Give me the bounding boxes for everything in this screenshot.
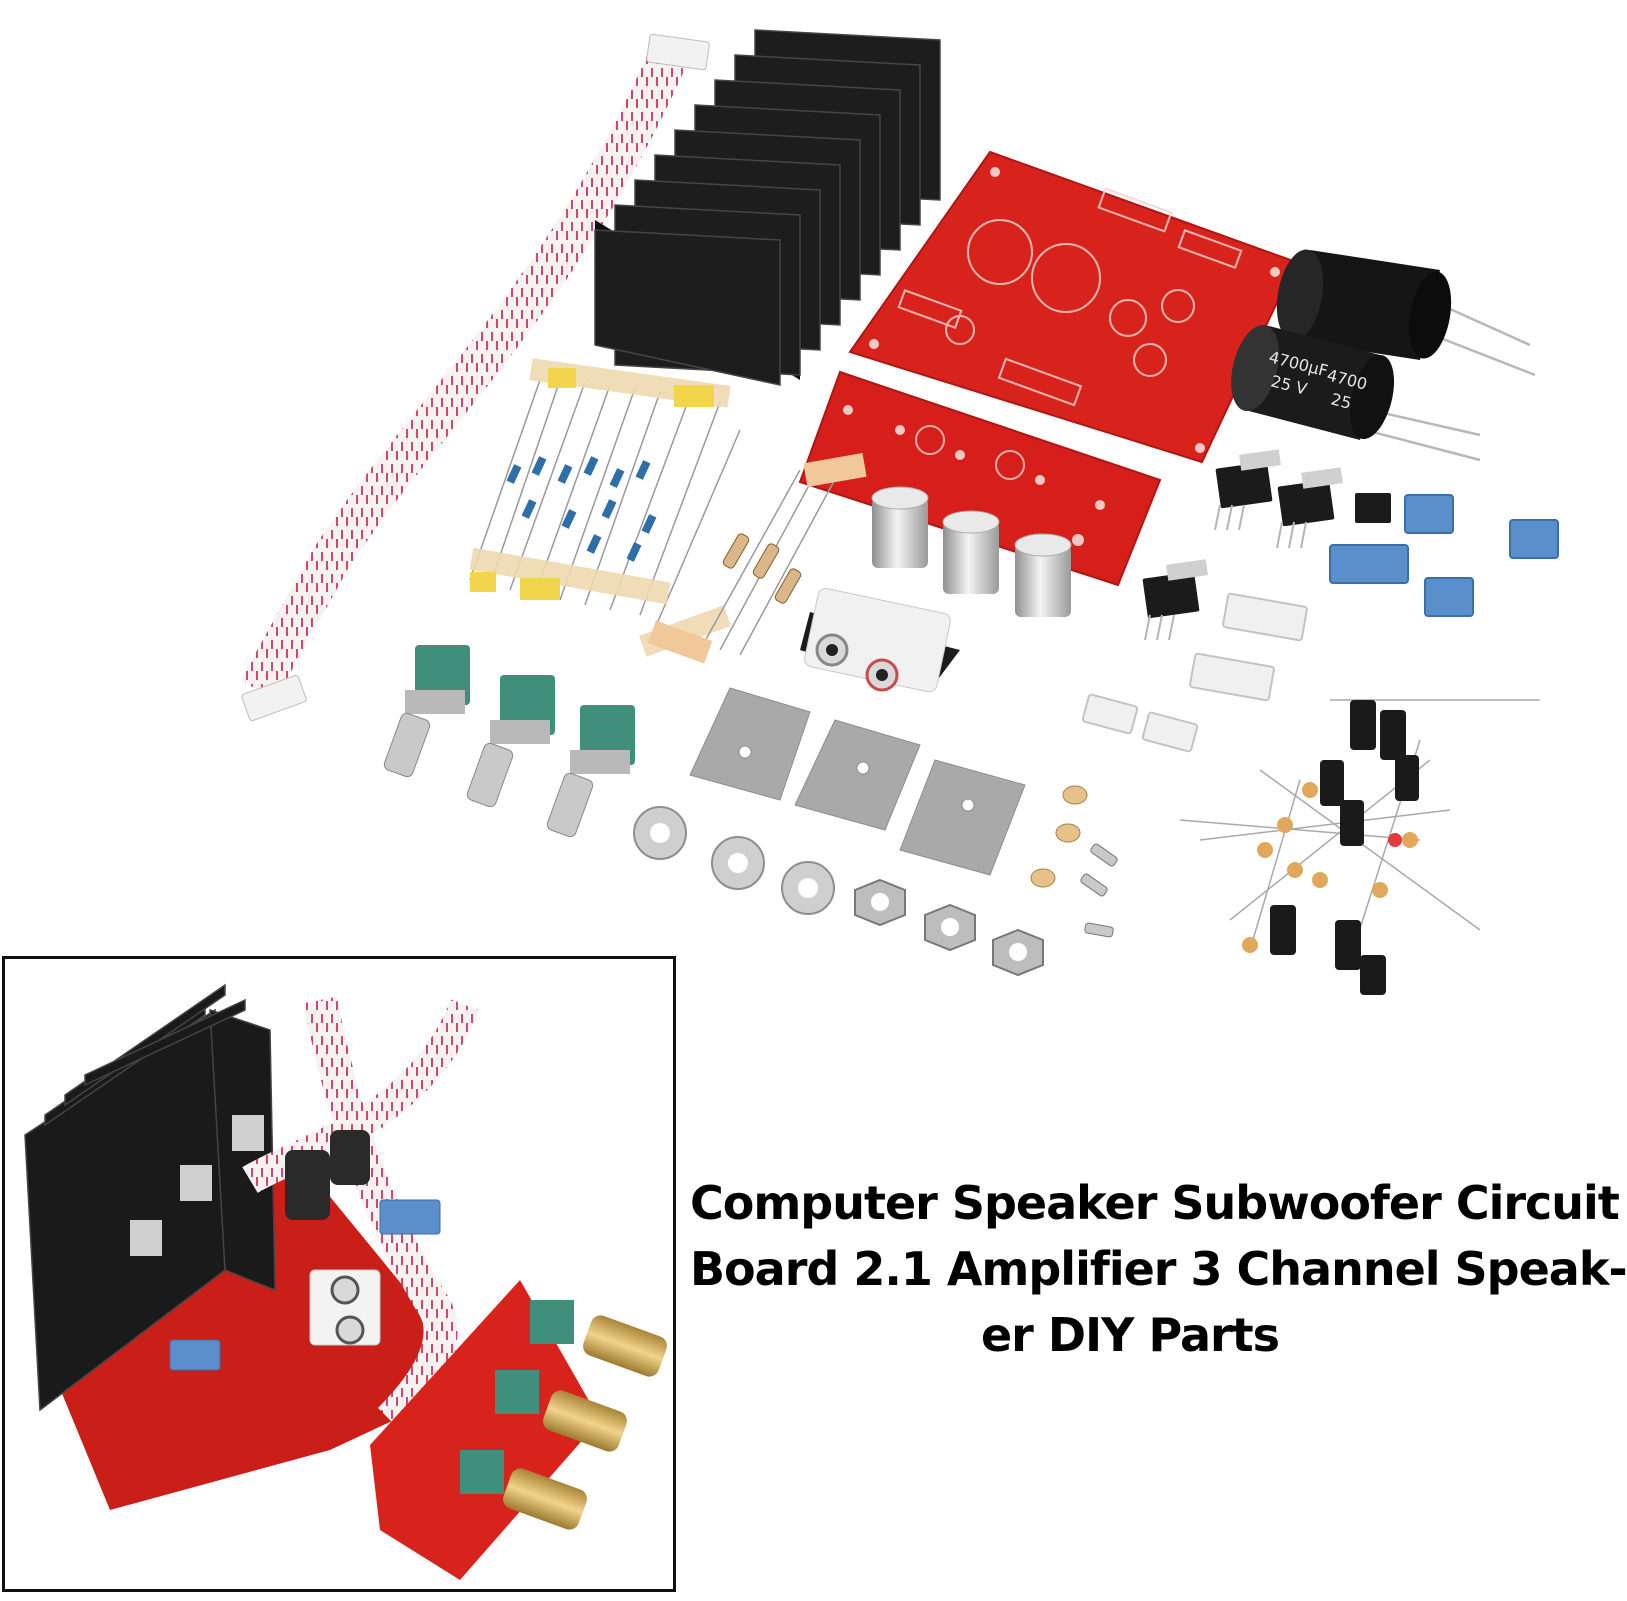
resistor-bundle [469,358,741,657]
potentiometer-3 [546,705,635,838]
rca-jack [800,587,960,693]
heatsink [594,29,941,386]
assembled-board-frame [2,956,676,1592]
screw-terminals [1329,494,1559,617]
capacitor-4700uf: 4700μF 25 V 4700 25 [1231,324,1481,462]
potentiometer-2 [466,675,555,808]
product-title: Computer Speaker Subwoofer Circuit Board… [690,1170,1627,1368]
washers-nuts [633,785,1118,977]
ribbon-cable [240,33,710,722]
capacitor-black-large [1276,249,1536,377]
insulation-pads [689,687,1026,876]
potentiometer-1 [383,645,470,778]
knob-2 [942,510,1000,594]
knob-3 [1014,533,1072,617]
assembled-board [24,983,667,1580]
knob-1 [871,486,929,568]
main-pcb [848,150,1298,464]
small-capacitors [1179,699,1540,995]
title-line-2: Board 2.1 Amplifier 3 Channel Speak- [690,1242,1627,1296]
title-line-3: er DIY Parts [980,1308,1280,1362]
control-pcb [798,370,1162,587]
white-connectors [1081,592,1308,753]
title-line-1: Computer Speaker Subwoofer Circuit [690,1176,1620,1230]
capacitor-voltage-label-2: 25 [1329,389,1353,412]
power-resistors [647,452,867,664]
ic-chips [1142,449,1391,641]
